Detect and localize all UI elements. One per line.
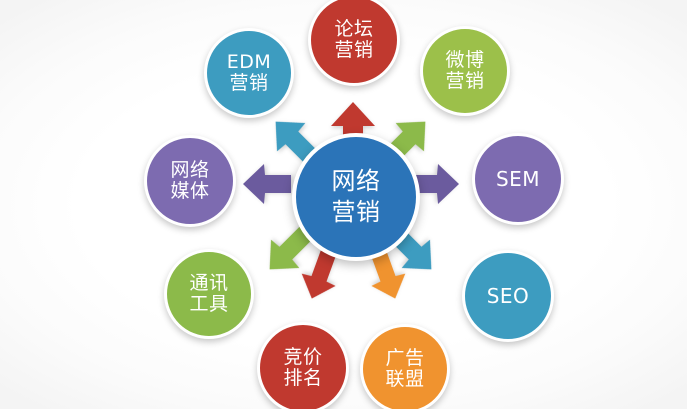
node-ad-alliance[interactable]: 广告 联盟 bbox=[360, 324, 450, 409]
node-edm-line-2: 营销 bbox=[229, 72, 269, 94]
node-im-line-1: 通讯 bbox=[189, 271, 229, 294]
node-forum-line-2: 营销 bbox=[334, 39, 374, 61]
node-media-line-1: 网络 bbox=[170, 158, 210, 181]
node-adnet-line-1: 广告 bbox=[385, 346, 425, 369]
node-im-line-2: 工具 bbox=[189, 293, 229, 315]
node-seo[interactable]: SEO bbox=[462, 250, 554, 342]
node-edm-marketing[interactable]: EDM 营销 bbox=[204, 28, 294, 118]
node-weibo-line-2: 营销 bbox=[445, 70, 485, 92]
node-seo-label: SEO bbox=[486, 283, 530, 308]
node-forum-marketing[interactable]: 论坛 营销 bbox=[308, 0, 400, 86]
node-center-line-2: 营销 bbox=[331, 198, 381, 226]
node-online-media[interactable]: 网络 媒体 bbox=[144, 135, 236, 227]
node-communication-tools[interactable]: 通讯 工具 bbox=[164, 249, 254, 339]
node-media-line-2: 媒体 bbox=[170, 180, 210, 202]
node-weibo-marketing[interactable]: 微博 营销 bbox=[420, 26, 510, 116]
node-weibo-line-1: 微博 bbox=[445, 48, 485, 71]
node-forum-line-1: 论坛 bbox=[334, 17, 374, 40]
node-bidding-ranking[interactable]: 竞价 排名 bbox=[257, 322, 349, 409]
node-adnet-line-2: 联盟 bbox=[385, 368, 425, 390]
node-edm-line-1: EDM bbox=[226, 50, 272, 73]
node-sem[interactable]: SEM bbox=[472, 133, 564, 225]
node-bidding-line-1: 竞价 bbox=[283, 345, 323, 368]
node-center-network-marketing[interactable]: 网络 营销 bbox=[292, 133, 420, 261]
node-sem-label: SEM bbox=[495, 166, 541, 191]
node-center-line-1: 网络 bbox=[331, 167, 381, 196]
node-bidding-line-2: 排名 bbox=[283, 367, 323, 389]
arrow-left-icon bbox=[241, 162, 293, 206]
